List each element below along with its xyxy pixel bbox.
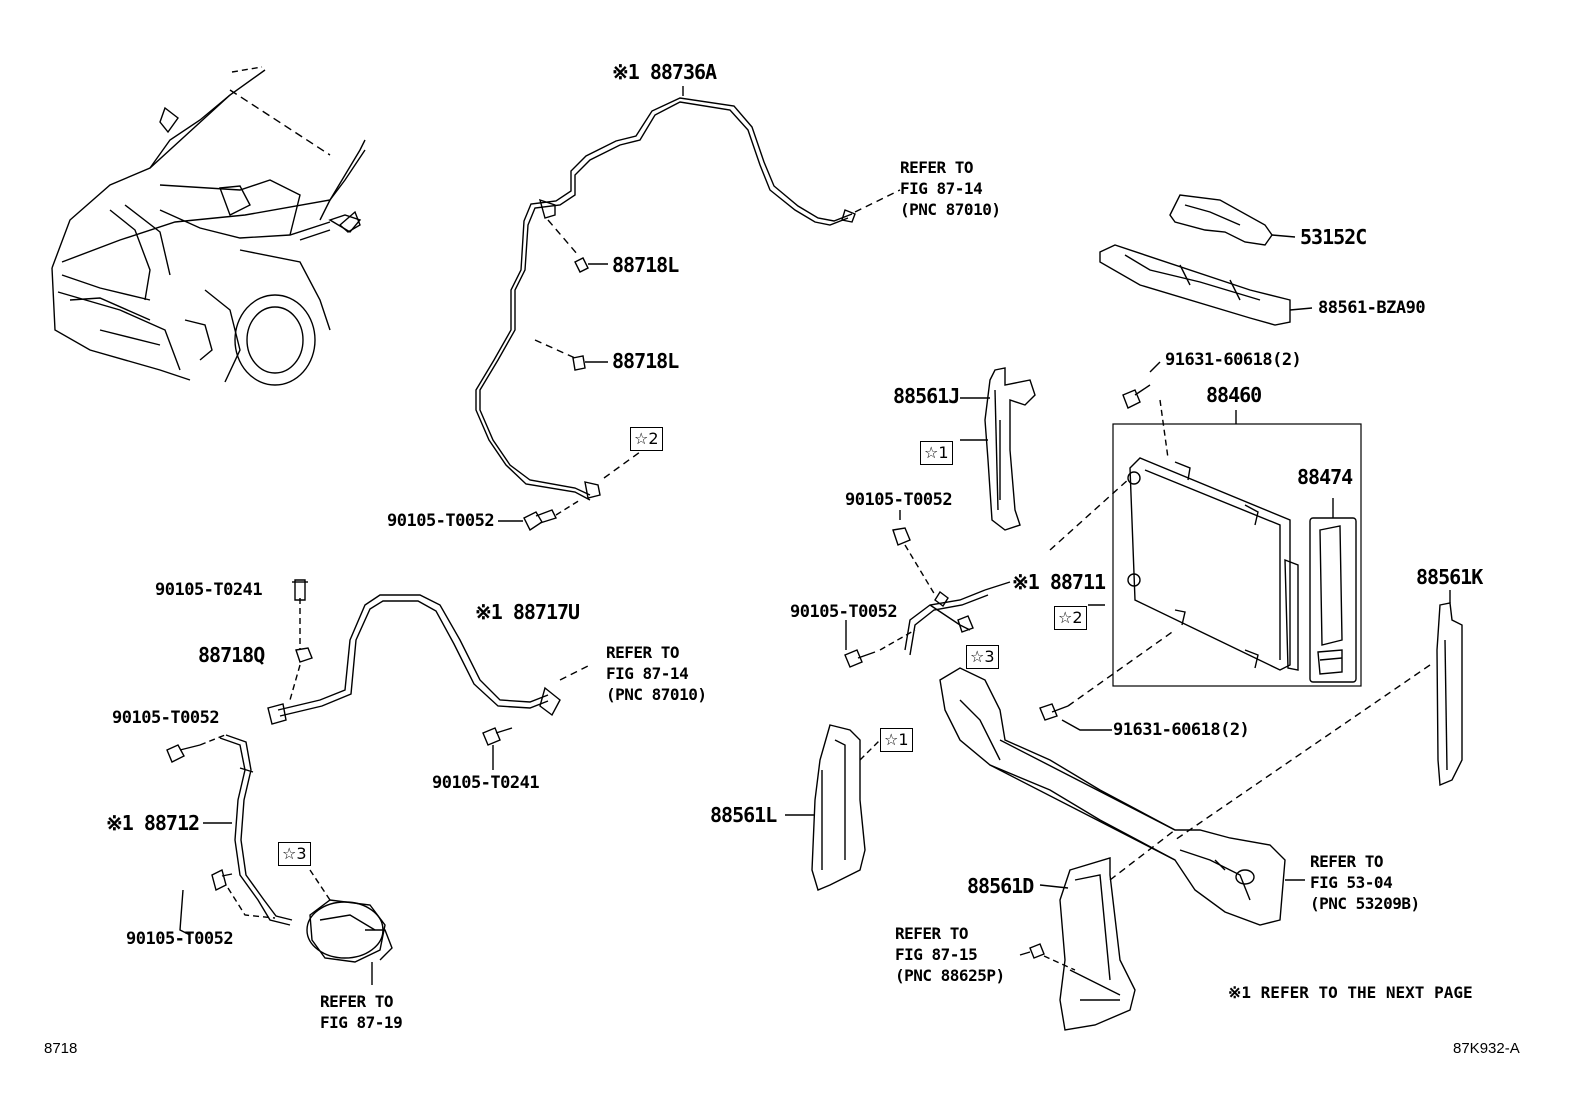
label-88717U: ※1 88717U xyxy=(475,600,580,624)
vehicle-leader xyxy=(229,89,331,156)
label-88561J: 88561J xyxy=(893,384,960,408)
label-88718L-upper: 88718L xyxy=(612,253,679,277)
label-90105-T0052-mid: 90105-T0052 xyxy=(112,708,220,728)
label-90105-T0052-top: 90105-T0052 xyxy=(387,511,495,531)
label-88736A: ※1 88736A xyxy=(612,60,717,84)
label-88711: ※1 88711 xyxy=(1012,570,1106,594)
refer-fig-53-04: REFER TO FIG 53-04 (PNC 53209B) xyxy=(1310,852,1420,913)
label-91631-60618-b: 91631-60618(2) xyxy=(1113,720,1250,740)
illustration-code: 87K932-A xyxy=(1453,1040,1520,1057)
marker-star-1-b: ☆1 xyxy=(880,728,913,752)
bracket-88561J xyxy=(984,367,1036,531)
refer-fig-87-14-mid: REFER TO FIG 87-14 (PNC 87010) xyxy=(606,643,707,704)
label-88561K: 88561K xyxy=(1416,565,1483,589)
condenser-88460 xyxy=(1127,457,1299,671)
marker-star-3-low: ☆3 xyxy=(278,842,311,866)
label-88561L: 88561L xyxy=(710,803,777,827)
radiator-support xyxy=(939,667,1286,926)
receiver-frame xyxy=(1309,517,1357,683)
label-90105-T0241-a: 90105-T0241 xyxy=(155,580,263,600)
bracket-88561K xyxy=(1436,602,1463,787)
label-53152C: 53152C xyxy=(1300,225,1367,249)
label-88718Q: 88718Q xyxy=(198,643,265,667)
condenser-kit-frame xyxy=(1112,423,1362,687)
marker-star-1-a: ☆1 xyxy=(920,441,953,465)
bracket-88561L xyxy=(811,724,866,891)
label-88474: 88474 xyxy=(1297,465,1353,489)
page-reference: 8718 xyxy=(44,1040,78,1057)
marker-star-3-r: ☆3 xyxy=(966,645,999,669)
desiccant-88474 xyxy=(1319,525,1343,646)
label-88712: ※1 88712 xyxy=(106,811,200,835)
pipe-88712 xyxy=(219,734,293,926)
bracket-88561D xyxy=(1059,857,1136,1031)
label-88561-BZA90: 88561-BZA90 xyxy=(1318,298,1426,318)
label-91631-60618-a: 91631-60618(2) xyxy=(1165,350,1302,370)
label-90105-T0052-r1: 90105-T0052 xyxy=(845,490,953,510)
pipe-88711 xyxy=(904,589,989,656)
marker-star-2-r: ☆2 xyxy=(1054,606,1087,630)
marker-star-2-top: ☆2 xyxy=(630,427,663,451)
pipe-88717U xyxy=(267,594,561,725)
label-88460: 88460 xyxy=(1206,383,1262,407)
label-90105-T0241-b: 90105-T0241 xyxy=(432,773,540,793)
refer-fig-87-15: REFER TO FIG 87-15 (PNC 88625P) xyxy=(895,924,1005,985)
label-90105-T0052-r2: 90105-T0052 xyxy=(790,602,898,622)
label-90105-T0052-low: 90105-T0052 xyxy=(126,929,234,949)
upper-cover xyxy=(1099,194,1291,326)
compressor xyxy=(306,899,393,985)
refer-fig-87-19: REFER TO FIG 87-19 xyxy=(320,992,403,1032)
refer-fig-87-14-top: REFER TO FIG 87-14 (PNC 87010) xyxy=(900,158,1001,219)
vehicle-illustration xyxy=(51,69,366,386)
pipe-88736A xyxy=(475,97,856,501)
label-88718L-lower: 88718L xyxy=(612,349,679,373)
footnote-next-page: ※1 REFER TO THE NEXT PAGE xyxy=(1228,983,1473,1002)
label-88561D: 88561D xyxy=(967,874,1034,898)
